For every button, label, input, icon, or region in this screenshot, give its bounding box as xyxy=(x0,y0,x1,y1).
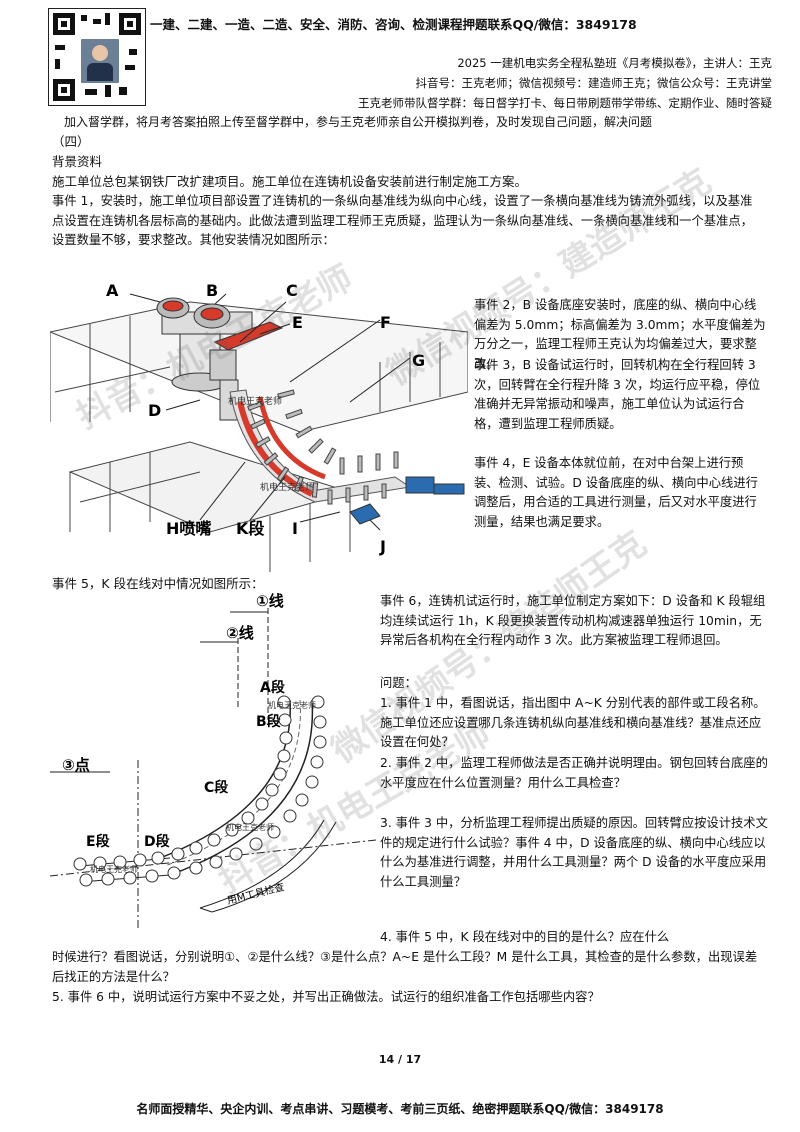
segment-d-label: D段 xyxy=(144,833,170,850)
question-5: 5. 事件 6 中，说明试运行方案中不妥之处，并写出正确做法。试运行的组织准备工… xyxy=(52,990,600,1004)
event-4-paragraph: 事件 4，E 设备本体就位前，在对中台架上进行预装、检测、试验。D 设备底座的纵… xyxy=(474,456,758,529)
question-3: 3. 事件 3 中，分析监理工程师提出质疑的原因。回转臂应按设计技术文件的规定进… xyxy=(380,816,768,889)
fig2-stamp: 机电王克老师 xyxy=(226,822,274,832)
segment-e-label: E段 xyxy=(86,833,110,850)
fig1-label-j: J xyxy=(379,537,386,556)
question-1: 1. 事件 1 中，看图说话，指出图中 A~K 分别代表的部件或工段名称。施工单… xyxy=(380,696,766,750)
tool-note-label: 用M工具检查 xyxy=(226,880,286,907)
event-6-paragraph: 事件 6，连铸机试运行时，施工单位制定方案如下：D 设备和 K 段辊组均连续试运… xyxy=(380,594,766,648)
fig1-label-f: F xyxy=(380,313,391,332)
fig1-label-i: I xyxy=(292,519,298,538)
page-number: 14 / 17 xyxy=(378,1053,422,1066)
fig1-label-d: D xyxy=(148,401,161,420)
header-promo: 一建、二建、一造、二造、安全、消防、咨询、检测课程押题联系QQ/微信：38491… xyxy=(150,17,637,32)
event-1-paragraph: 事件 1，安装时，施工单位项目部设置了连铸机的一条纵向基准线为纵向中心线，设置了… xyxy=(52,194,753,248)
fig1-label-a: A xyxy=(106,281,119,300)
fig1-label-k-segment: K段 xyxy=(236,519,265,538)
event-5-paragraph: 事件 5，K 段在线对中情况如图所示： xyxy=(52,576,264,591)
question-2: 2. 事件 2 中，监理工程师做法是否正确并说明理由。钢包回转台底座的水平度应在… xyxy=(380,756,768,790)
fig1-stamp: 机电王克老师 xyxy=(260,481,314,493)
caster-layout-figure: A B C E F G D I J H喷嘴 K段 机电王克老师 机电王克老师 xyxy=(50,272,468,582)
fig1-label-e: E xyxy=(292,313,303,332)
fig1-label-b: B xyxy=(206,281,218,300)
header-title-line: 2025 一建机电实务全程私塾班《月考模拟卷》，主讲人：王克 xyxy=(457,56,772,70)
background-title: 背景资料 xyxy=(52,154,103,169)
fig2-stamp: 机电王克老师 xyxy=(90,864,138,874)
qr-code xyxy=(48,8,146,106)
header-social-line: 抖音号：王克老师；微信视频号：建造师王克；微信公众号：王克讲堂 xyxy=(415,76,773,90)
segment-b-label: B段 xyxy=(256,713,281,730)
fig1-stamp: 机电王克老师 xyxy=(228,395,282,407)
intro-paragraph: 施工单位总包某钢铁厂改扩建项目。施工单位在连铸机设备安装前进行制定施工方案。 xyxy=(52,174,528,189)
line-1-label: ①线 xyxy=(256,592,284,610)
segment-c-label: C段 xyxy=(204,779,228,796)
question-4-first-line: 4. 事件 5 中，K 段在线对中的目的是什么？应在什么 xyxy=(380,930,670,944)
segment-a-label: A段 xyxy=(260,679,285,696)
point-3-label: ③点 xyxy=(62,756,90,774)
question-4-continued: 时候进行？看图说话，分别说明①、②是什么线？③是什么点？A~E 是什么工段？M … xyxy=(52,950,758,984)
line-2-label: ②线 xyxy=(226,624,254,642)
fig2-stamp: 机电王克老师 xyxy=(268,700,316,710)
event-2-paragraph: 事件 2，B 设备底座安装时，底座的纵、横向中心线偏差为 5.0mm；标高偏差为… xyxy=(474,298,766,371)
event-3-paragraph: 事件 3，B 设备试运行时，回转机构在全行程回转 3 次，回转臂在全行程升降 3… xyxy=(474,358,761,431)
fig1-label-c: C xyxy=(286,281,298,300)
section-number: （四） xyxy=(52,134,90,149)
header-group-line: 王克老师带队督学群：每日督学打卡、每日带刷题带学带练、定期作业、随时答疑 xyxy=(358,96,772,110)
alignment-figure: ①线 ②线 ③点 A段 B段 C段 D段 E段 用M工具检查 机电王克老师 机电… xyxy=(50,590,376,928)
fig1-label-h-nozzle: H喷嘴 xyxy=(166,519,211,538)
avatar xyxy=(79,37,121,85)
footer-promo: 名师面授精华、央企内训、考点串讲、习题模考、考前三页纸、绝密押题联系QQ/微信：… xyxy=(136,1102,664,1116)
fig1-label-g: G xyxy=(412,351,425,370)
questions-title: 问题： xyxy=(380,676,417,690)
header-group-line-2: 加入督学群，将月考答案拍照上传至督学群中，参与王克老师亲自公开模拟判卷，及时发现… xyxy=(64,115,653,129)
